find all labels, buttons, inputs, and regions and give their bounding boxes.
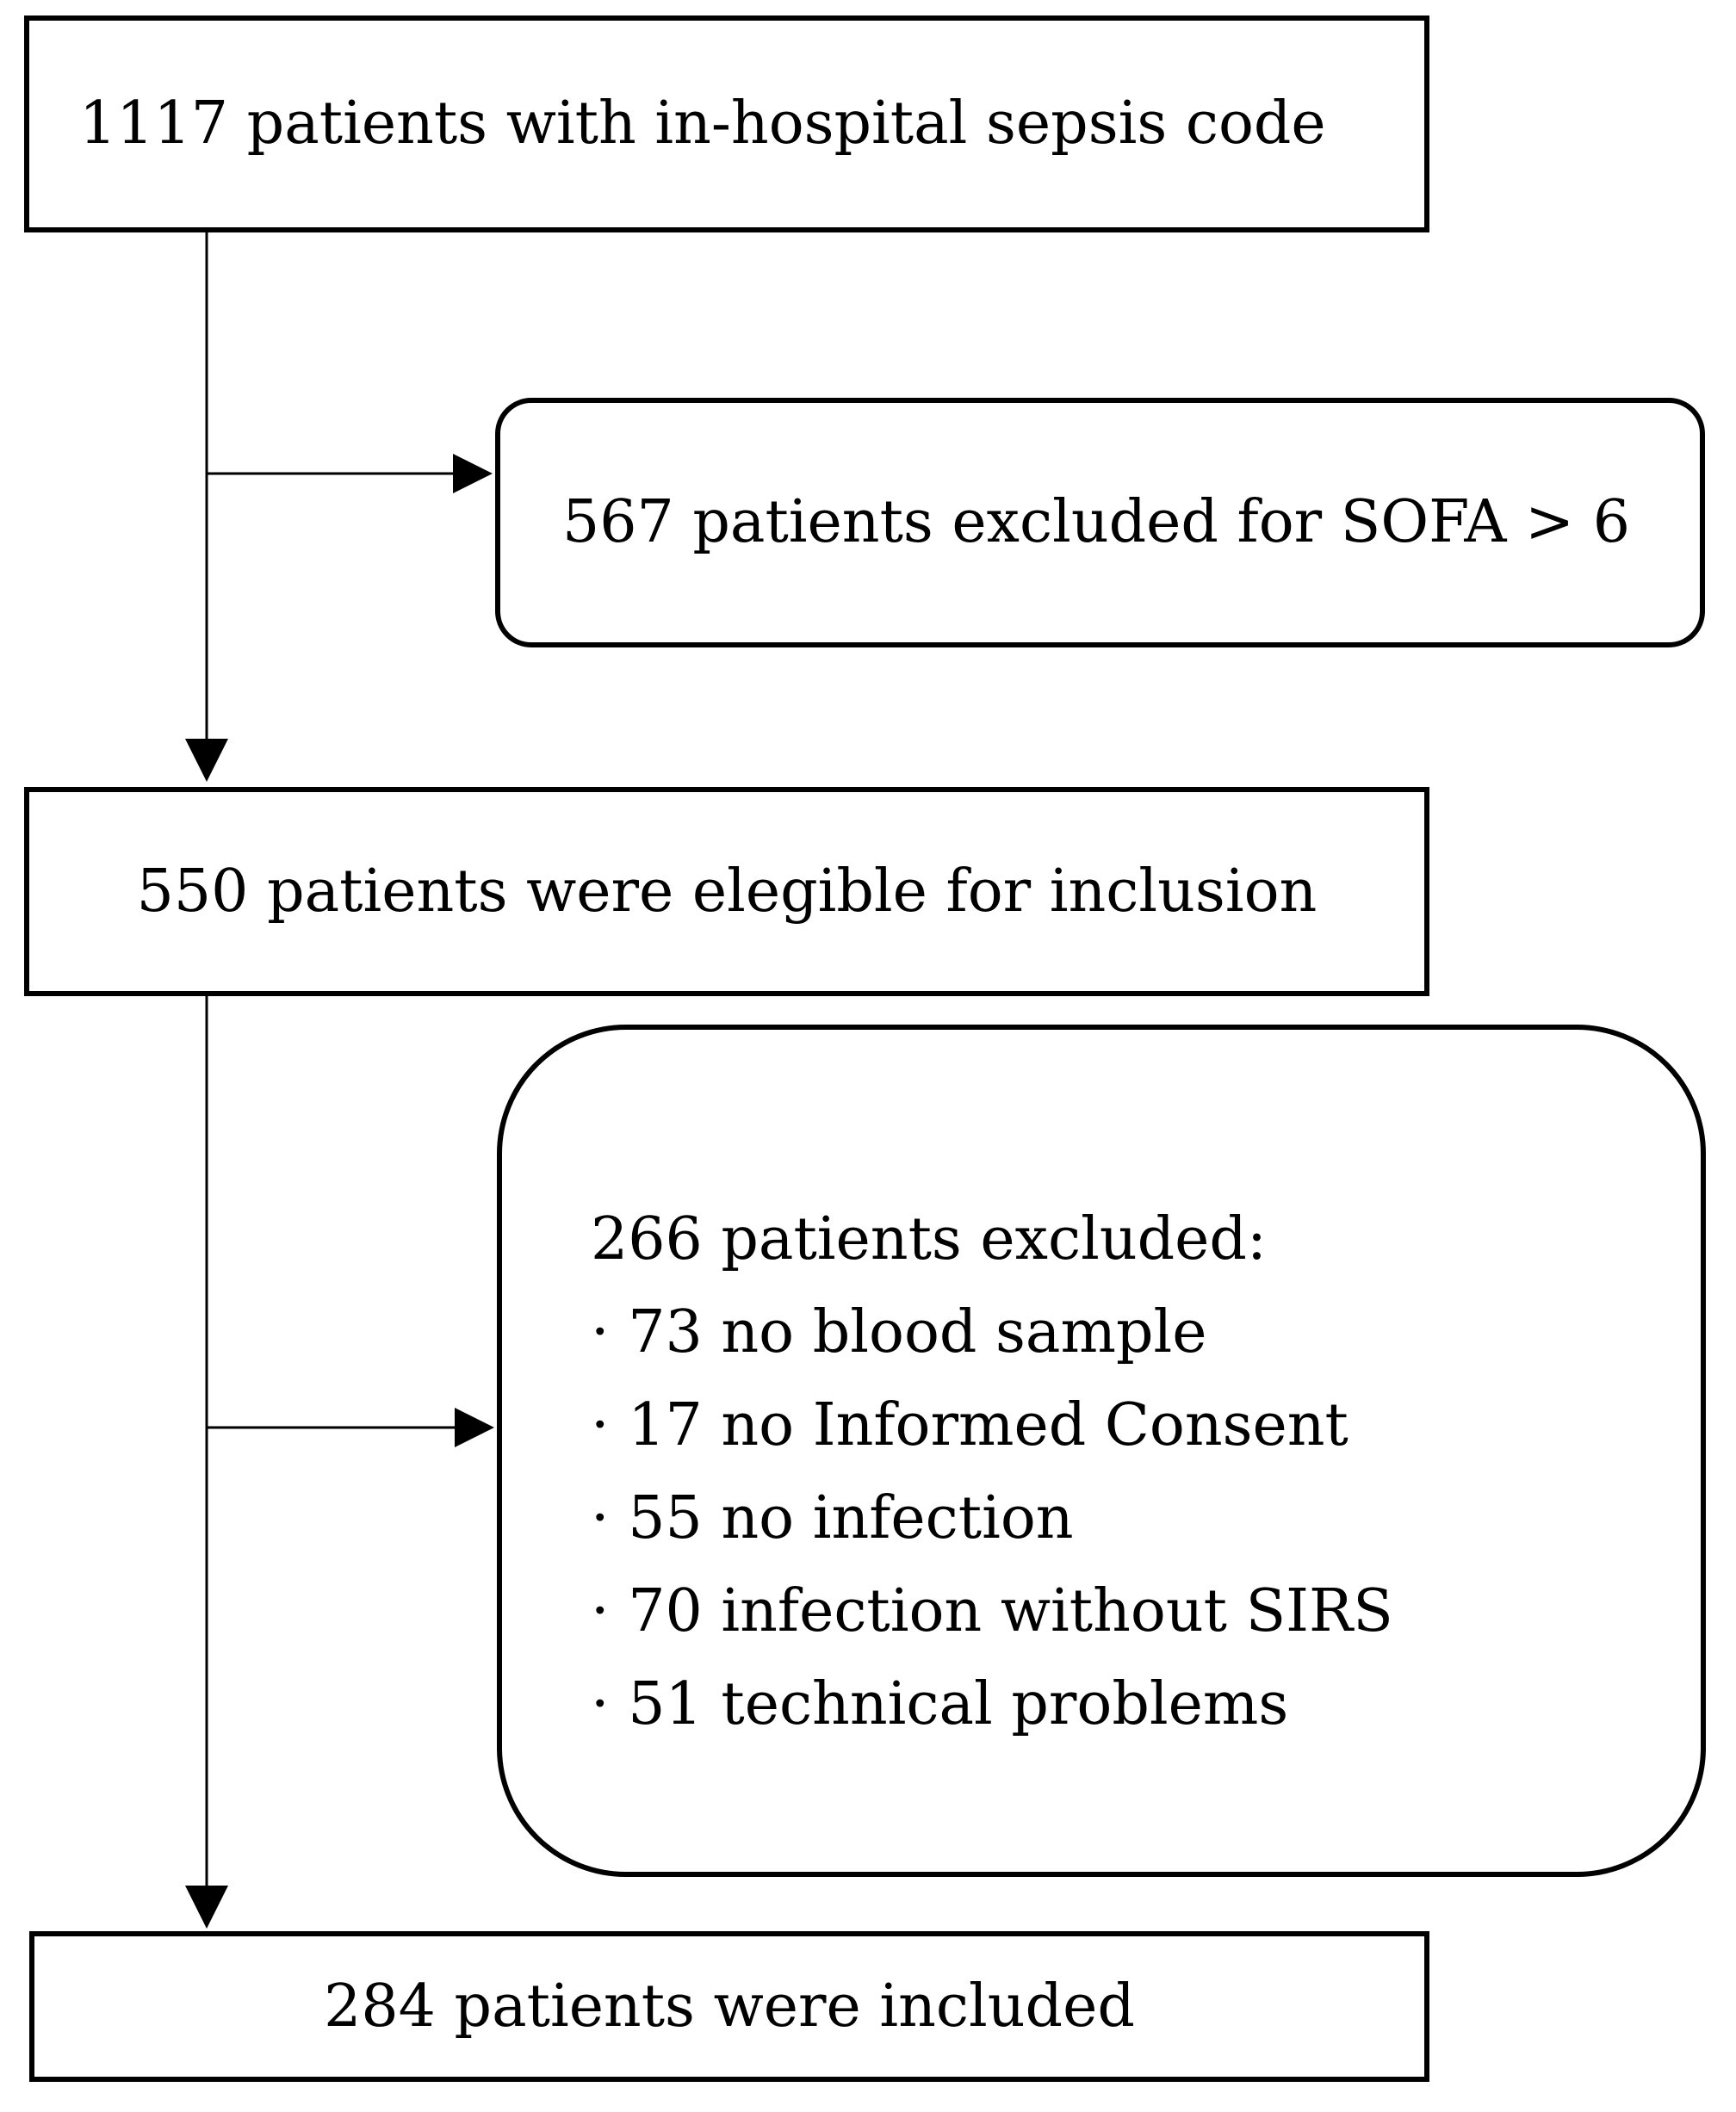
arrowhead-right-exclusion-2 xyxy=(455,1408,494,1447)
arrowhead-right-exclusion-1 xyxy=(453,454,493,493)
arrowhead-down-eligible xyxy=(185,739,228,782)
exclusion-1-box: 567 patients excluded for SOFA > 6 xyxy=(495,398,1705,647)
eligible-label: 550 patients were elegible for inclusion xyxy=(136,857,1318,926)
exclusion-2-heading: 266 patients excluded: xyxy=(591,1205,1267,1273)
included-box: 284 patients were included xyxy=(29,1931,1429,2082)
exclusion-2-item: · 70 infection without SIRS xyxy=(591,1577,1393,1645)
included-label: 284 patients were included xyxy=(324,1972,1135,2041)
exclusion-2-item: · 55 no infection xyxy=(591,1484,1074,1552)
exclusion-2-item: · 73 no blood sample xyxy=(591,1298,1207,1366)
exclusion-2-item: · 51 technical problems xyxy=(591,1670,1289,1738)
arrowhead-down-included xyxy=(185,1886,228,1929)
exclusion-1-label: 567 patients excluded for SOFA > 6 xyxy=(562,488,1630,556)
start-box: 1117 patients with in-hospital sepsis co… xyxy=(24,15,1429,232)
exclusion-2-item: · 17 no Informed Consent xyxy=(591,1391,1348,1459)
exclusion-2-box: 266 patients excluded: · 73 no blood sam… xyxy=(497,1025,1706,1877)
start-label: 1117 patients with in-hospital sepsis co… xyxy=(79,90,1326,158)
eligible-box: 550 patients were elegible for inclusion xyxy=(24,787,1429,996)
